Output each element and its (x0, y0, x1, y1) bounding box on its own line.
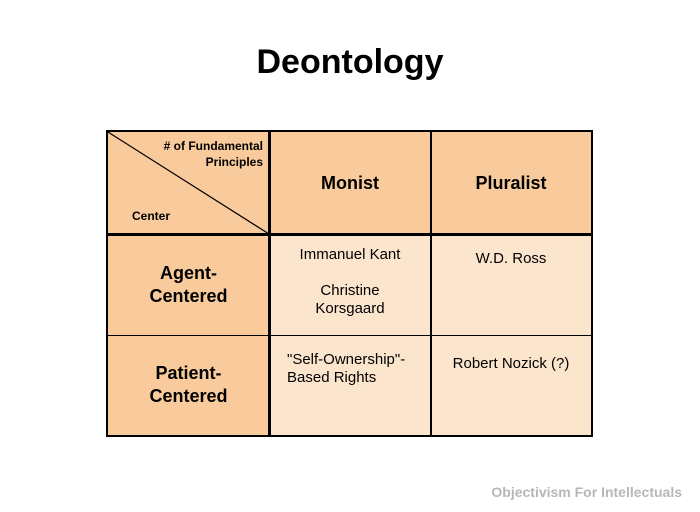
divider-horizontal (108, 335, 591, 336)
cell-patient-monist-content: "Self-Ownership"- Based Rights (287, 351, 405, 387)
entry-korsgaard: Korsgaard (315, 300, 385, 317)
column-header-monist: Monist (269, 132, 431, 234)
corner-column-axis-label: # of Fundamental Principles (164, 138, 263, 170)
column-header-monist-label: Monist (321, 172, 379, 193)
corner-cell: # of Fundamental Principles Center (108, 132, 269, 234)
divider-horizontal-thick (108, 233, 591, 236)
cell-patient-pluralist: Robert Nozick (?) (431, 335, 591, 435)
footer-credit: Objectivism For Intellectuals (491, 484, 682, 500)
deontology-table: # of Fundamental Principles Center Monis… (106, 130, 593, 437)
corner-diagonal (108, 132, 269, 234)
cell-agent-monist: Immanuel Kant Christine Korsgaard (269, 234, 431, 335)
entry-christine: Christine (320, 282, 380, 299)
cell-agent-pluralist: W.D. Ross (431, 234, 591, 335)
cell-patient-monist: "Self-Ownership"- Based Rights (269, 335, 431, 435)
row-header-agent-centered-label: Agent- Centered (108, 234, 269, 335)
divider-vertical-thick (268, 132, 271, 435)
cell-agent-monist-content: Immanuel Kant Christine Korsgaard (269, 246, 431, 318)
entry-robert-nozick: Robert Nozick (?) (452, 355, 570, 372)
entry-wd-ross: W.D. Ross (475, 250, 547, 267)
row-header-agent-centered: Agent- Centered (108, 234, 269, 335)
entry-self-ownership: "Self-Ownership"- (287, 351, 406, 368)
divider-vertical (430, 132, 432, 435)
corner-top-line1: # of Fundamental (163, 139, 263, 153)
row-header-patient-centered: Patient- Centered (108, 335, 269, 435)
entry-based-rights: Based Rights (287, 369, 377, 386)
row-header-patient-centered-label: Patient- Centered (108, 335, 269, 435)
entry-immanuel-kant: Immanuel Kant (299, 246, 401, 263)
column-header-pluralist: Pluralist (431, 132, 591, 234)
column-header-pluralist-label: Pluralist (475, 172, 547, 193)
corner-top-line2: Principles (205, 155, 263, 169)
slide-title: Deontology (256, 43, 444, 81)
row-header-patient-line2: Centered (149, 386, 228, 406)
corner-row-axis-label: Center (132, 209, 171, 223)
row-header-patient-line1: Patient- (155, 363, 222, 383)
row-header-agent-line2: Centered (149, 285, 228, 306)
row-header-agent-line1: Agent- (160, 262, 217, 283)
